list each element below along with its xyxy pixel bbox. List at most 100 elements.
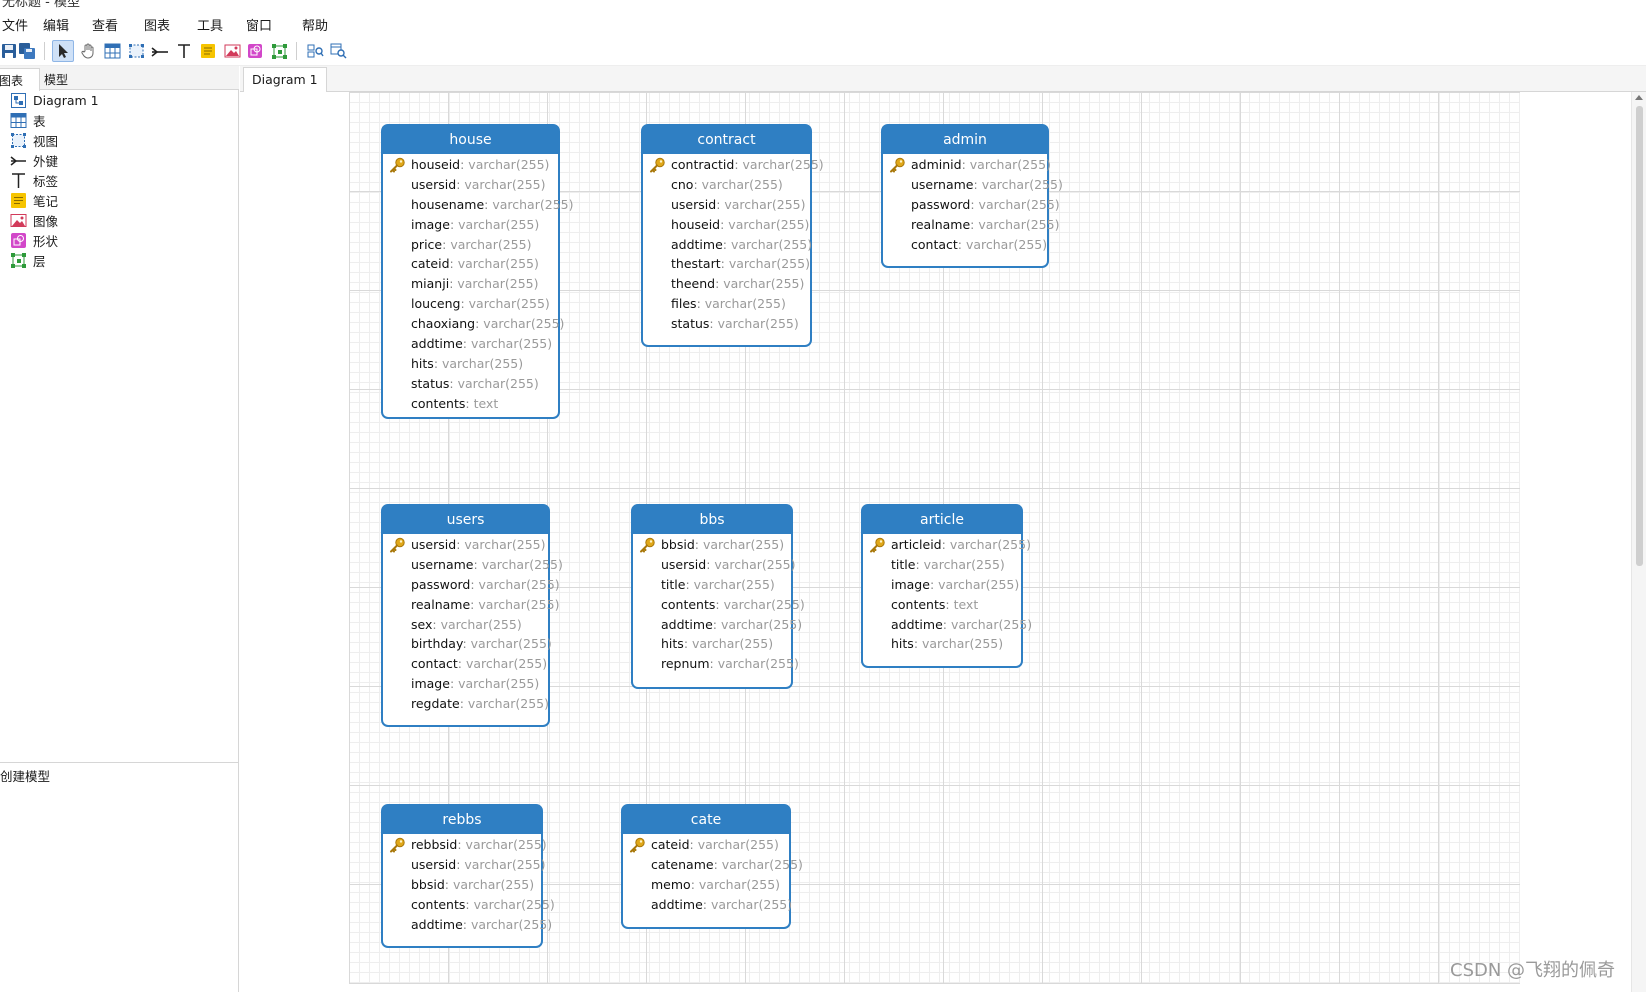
field-row[interactable]: password: varchar(255) bbox=[411, 576, 560, 592]
tab-diagram-1[interactable]: Diagram 1 bbox=[243, 67, 327, 92]
field-row[interactable]: cateid: varchar(255) bbox=[411, 256, 539, 272]
field-row[interactable]: contents: text bbox=[891, 596, 979, 612]
field-row[interactable]: cateid: varchar(255) bbox=[623, 835, 789, 855]
entity-cate[interactable]: cate cateid: varchar(255) catename: varc… bbox=[621, 804, 803, 929]
menu-diagram[interactable]: 图表 bbox=[144, 19, 171, 34]
field-row[interactable]: contents: varchar(255) bbox=[411, 896, 555, 912]
tree-item-images[interactable]: 图像 bbox=[10, 211, 58, 230]
menu-edit[interactable]: 编辑 bbox=[43, 19, 70, 34]
note-button[interactable] bbox=[197, 40, 219, 62]
field-row[interactable]: addtime: varchar(255) bbox=[891, 616, 1033, 632]
field-row[interactable]: sex: varchar(255) bbox=[411, 616, 522, 632]
field-row[interactable]: adminid: varchar(255) bbox=[883, 155, 1051, 175]
field-row[interactable]: usersid: varchar(255) bbox=[411, 856, 546, 872]
field-row[interactable]: contents: text bbox=[411, 395, 499, 411]
field-row[interactable]: hits: varchar(255) bbox=[661, 636, 774, 652]
field-row[interactable]: title: varchar(255) bbox=[891, 556, 1005, 572]
tree-item-foreign-keys[interactable]: 外键 bbox=[10, 151, 58, 170]
tree-item-views[interactable]: 视图 bbox=[10, 131, 58, 150]
entity-admin[interactable]: admin adminid: varchar(255) username: va… bbox=[881, 124, 1063, 268]
scrollbar-thumb[interactable] bbox=[1636, 106, 1643, 566]
image-button[interactable] bbox=[221, 40, 243, 62]
field-row[interactable]: password: varchar(255) bbox=[911, 196, 1060, 212]
field-row[interactable]: contractid: varchar(255) bbox=[643, 155, 824, 175]
entity-article[interactable]: article articleid: varchar(255) title: v… bbox=[861, 504, 1033, 668]
field-row[interactable]: hits: varchar(255) bbox=[411, 355, 524, 371]
zoom-button[interactable] bbox=[327, 40, 349, 62]
hand-button[interactable] bbox=[77, 40, 99, 62]
field-row[interactable]: catename: varchar(255) bbox=[651, 856, 803, 872]
field-row[interactable]: usersid: varchar(255) bbox=[671, 196, 806, 212]
save-as-button[interactable] bbox=[16, 40, 38, 62]
entity-users[interactable]: users usersid: varchar(255) username: va… bbox=[381, 504, 563, 727]
field-row[interactable]: image: varchar(255) bbox=[891, 576, 1020, 592]
field-row[interactable]: repnum: varchar(255) bbox=[661, 656, 799, 672]
menu-file[interactable]: 文件 bbox=[2, 19, 29, 34]
field-row[interactable]: houseid: varchar(255) bbox=[671, 216, 810, 232]
label-button[interactable] bbox=[173, 40, 195, 62]
tab-diagrams[interactable]: 图表 bbox=[0, 68, 40, 91]
field-row[interactable]: addtime: varchar(255) bbox=[671, 236, 813, 252]
field-row[interactable]: housename: varchar(255) bbox=[411, 196, 574, 212]
scroll-up-icon[interactable] bbox=[1635, 95, 1643, 100]
field-row[interactable]: status: varchar(255) bbox=[671, 316, 799, 332]
field-row[interactable]: houseid: varchar(255) bbox=[383, 155, 558, 175]
menu-help[interactable]: 帮助 bbox=[302, 19, 329, 34]
field-row[interactable]: image: varchar(255) bbox=[411, 676, 540, 692]
shape-button[interactable] bbox=[244, 40, 266, 62]
field-row[interactable]: regdate: varchar(255) bbox=[411, 696, 550, 712]
field-row[interactable]: files: varchar(255) bbox=[671, 296, 786, 312]
entity-bbs[interactable]: bbs bbsid: varchar(255) usersid: varchar… bbox=[631, 504, 805, 689]
field-row[interactable]: memo: varchar(255) bbox=[651, 876, 781, 892]
field-row[interactable]: theend: varchar(255) bbox=[671, 276, 805, 292]
menu-tools[interactable]: 工具 bbox=[197, 19, 224, 34]
field-row[interactable]: birthday: varchar(255) bbox=[411, 636, 552, 652]
field-row[interactable]: usersid: varchar(255) bbox=[411, 176, 546, 192]
vertical-scrollbar[interactable] bbox=[1631, 92, 1646, 992]
tab-model[interactable]: 模型 bbox=[44, 73, 69, 87]
field-row[interactable]: addtime: varchar(255) bbox=[411, 336, 553, 352]
menu-view[interactable]: 查看 bbox=[92, 19, 119, 34]
menu-window[interactable]: 窗口 bbox=[246, 19, 273, 34]
diagram-canvas[interactable]: house houseid: varchar(255) usersid: var… bbox=[349, 92, 1520, 984]
field-row[interactable]: louceng: varchar(255) bbox=[411, 296, 550, 312]
layer-button[interactable] bbox=[268, 40, 290, 62]
field-row[interactable]: status: varchar(255) bbox=[411, 375, 539, 391]
entity-contract[interactable]: contract contractid: varchar(255) cno: v… bbox=[641, 124, 824, 347]
foreign-key-button[interactable] bbox=[149, 40, 171, 62]
tree-item-notes[interactable]: 笔记 bbox=[10, 191, 58, 210]
tree-item-shapes[interactable]: 形状 bbox=[10, 231, 58, 250]
field-row[interactable]: usersid: varchar(255) bbox=[661, 556, 796, 572]
field-row[interactable]: articleid: varchar(255) bbox=[863, 535, 1031, 555]
field-row[interactable]: chaoxiang: varchar(255) bbox=[411, 316, 565, 332]
field-row[interactable]: price: varchar(255) bbox=[411, 236, 532, 252]
field-row[interactable]: addtime: varchar(255) bbox=[651, 896, 793, 912]
entity-rebbs[interactable]: rebbs rebbsid: varchar(255) usersid: var… bbox=[381, 804, 555, 948]
field-row[interactable]: realname: varchar(255) bbox=[911, 216, 1060, 232]
field-row[interactable]: mianji: varchar(255) bbox=[411, 276, 539, 292]
table-button[interactable] bbox=[101, 40, 123, 62]
entity-house[interactable]: house houseid: varchar(255) usersid: var… bbox=[381, 124, 574, 419]
field-row[interactable]: title: varchar(255) bbox=[661, 576, 775, 592]
tree-item-diagram-1[interactable]: Diagram 1 bbox=[10, 91, 99, 110]
field-row[interactable]: realname: varchar(255) bbox=[411, 596, 560, 612]
pointer-button[interactable] bbox=[52, 40, 74, 62]
tree-item-layers[interactable]: 层 bbox=[10, 251, 46, 270]
field-row[interactable]: addtime: varchar(255) bbox=[411, 916, 553, 932]
field-row[interactable]: contact: varchar(255) bbox=[911, 236, 1048, 252]
panel-divider[interactable] bbox=[0, 762, 239, 763]
field-row[interactable]: image: varchar(255) bbox=[411, 216, 540, 232]
tree-item-tables[interactable]: 表 bbox=[10, 111, 46, 130]
field-row[interactable]: rebbsid: varchar(255) bbox=[383, 835, 547, 855]
field-row[interactable]: addtime: varchar(255) bbox=[661, 616, 803, 632]
field-row[interactable]: thestart: varchar(255) bbox=[671, 256, 810, 272]
field-row[interactable]: contents: varchar(255) bbox=[661, 596, 805, 612]
save-button[interactable] bbox=[0, 40, 20, 62]
field-row[interactable]: username: varchar(255) bbox=[411, 556, 563, 572]
view-button[interactable] bbox=[125, 40, 147, 62]
field-row[interactable]: contact: varchar(255) bbox=[411, 656, 548, 672]
zoom-fit-button[interactable] bbox=[304, 40, 326, 62]
field-row[interactable]: cno: varchar(255) bbox=[671, 176, 783, 192]
field-row[interactable]: bbsid: varchar(255) bbox=[633, 535, 791, 555]
field-row[interactable]: username: varchar(255) bbox=[911, 176, 1063, 192]
